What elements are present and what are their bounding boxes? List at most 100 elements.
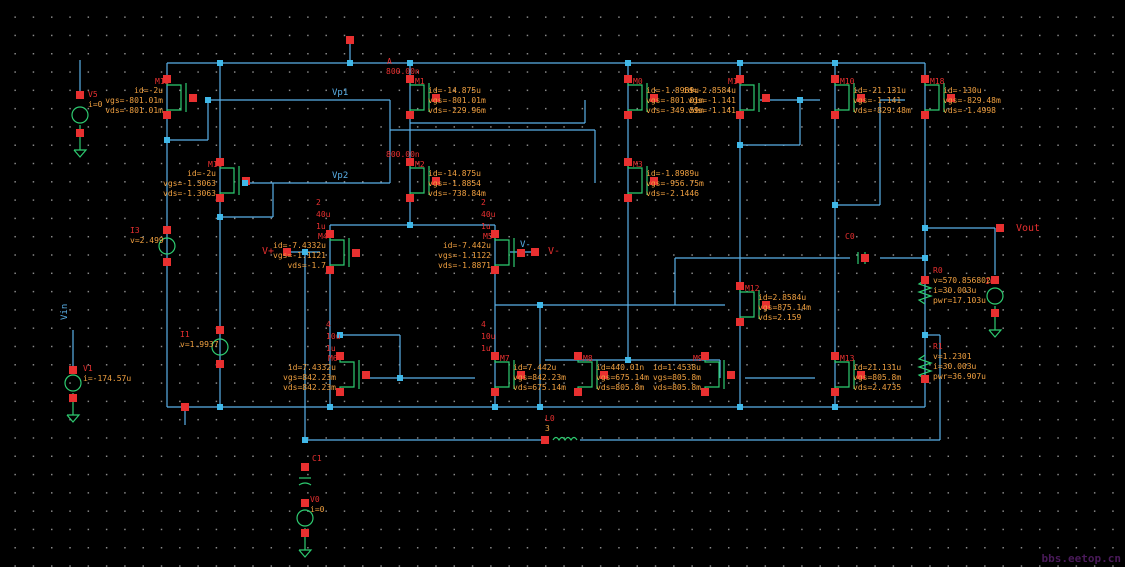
op-annotation: vgs=675.14m [596, 373, 649, 382]
junction-dot [407, 60, 413, 66]
op-annotation: vds=-229.96m [428, 106, 486, 115]
op-annotation: vds=805.8m [596, 383, 645, 392]
device-name: M10 [840, 77, 855, 86]
junction-dot [492, 404, 498, 410]
transistor-m8[interactable] [577, 356, 598, 392]
transistor-m1[interactable] [409, 79, 430, 115]
pin-gate [762, 301, 770, 309]
transistor-m6[interactable] [339, 356, 360, 392]
op-annotation: vgs=-1.1121 [273, 251, 326, 260]
junction-dot [217, 404, 223, 410]
pin-vout[interactable]: Vout [1016, 223, 1041, 234]
device-name: M4 [318, 232, 328, 241]
component-value: pwr=17.103u [933, 296, 986, 305]
device-size: 800.00n [386, 150, 420, 159]
device-name: M7 [500, 354, 510, 363]
transistor-m5[interactable] [494, 234, 515, 270]
pin [346, 36, 354, 44]
pin-source [491, 388, 499, 396]
device-name: M2 [415, 160, 425, 169]
op-annotation: id=-7.4332u [273, 241, 326, 250]
device-param: 1u [481, 344, 491, 353]
transistor-m16[interactable] [219, 162, 240, 198]
op-annotation: vds=-1.8871 [438, 261, 491, 270]
op-annotation: id=2.8584u [758, 293, 807, 302]
component-c0[interactable]: C0 [845, 232, 855, 241]
op-annotation: id=1.4538u [652, 363, 701, 372]
device-name: M16 [208, 160, 223, 169]
device-param: 10u [326, 332, 341, 341]
source-i0[interactable]: I0 [985, 277, 995, 286]
op-annotation: vds=-349.59m [646, 106, 704, 115]
transistor-m11[interactable] [739, 79, 760, 115]
op-annotation: id=-21.131u [853, 86, 906, 95]
pin-drain [406, 158, 414, 166]
transistor-m18[interactable] [924, 79, 945, 115]
op-annotation: id=440.01n [596, 363, 645, 372]
source-value: i=0 [310, 505, 325, 514]
transistor-m0[interactable] [627, 79, 648, 115]
pin-source [736, 111, 744, 119]
device-param: 1u [481, 222, 491, 231]
op-annotation: vds=-1.3063 [163, 189, 216, 198]
op-annotation: vgs=-956.75m [646, 179, 704, 188]
transistor-m2[interactable] [409, 162, 430, 198]
junctions [164, 60, 928, 443]
component-l0[interactable]: L0 [545, 414, 555, 423]
pin-vminus[interactable]: V- [548, 246, 561, 257]
junction-dot [302, 437, 308, 443]
op-annotation: vds=-738.84m [428, 189, 486, 198]
pin-gate [189, 94, 197, 102]
pin-source [491, 266, 499, 274]
component-value: pwr=36.907u [933, 372, 986, 381]
source-v5[interactable]: V5 [88, 90, 98, 99]
transistor-m7[interactable] [494, 356, 515, 392]
device-param: 40u [316, 210, 331, 219]
junction-dot [832, 202, 838, 208]
source-i3[interactable]: I3 [130, 226, 140, 235]
transistor-m12[interactable] [739, 286, 760, 322]
device-param: 4 [481, 320, 486, 329]
pin [996, 224, 1004, 232]
pin-drain [736, 282, 744, 290]
junction-dot [217, 214, 223, 220]
source-v0[interactable]: V0 [310, 495, 320, 504]
pin-drain [491, 230, 499, 238]
pin [991, 309, 999, 317]
transistor-m15[interactable] [166, 79, 187, 115]
component-r1[interactable]: R1 [933, 342, 943, 351]
device-param: 1u [316, 222, 326, 231]
junction-dot [922, 255, 928, 261]
pin-source [831, 111, 839, 119]
pin-drain [831, 352, 839, 360]
op-annotation: vgs=805.8m [853, 373, 902, 382]
op-annotation: id=-2.8584u [683, 86, 736, 95]
pin [163, 226, 171, 234]
net-label-vp2: Vp2 [332, 171, 349, 181]
transistor-m10[interactable] [834, 79, 855, 115]
transistor-m9[interactable] [704, 356, 725, 392]
pin [861, 254, 869, 262]
pin-vplus[interactable]: V+ [262, 246, 275, 257]
pin-source [736, 318, 744, 326]
transistor-m3[interactable] [627, 162, 648, 198]
pin-gate [517, 371, 525, 379]
pin-source [336, 388, 344, 396]
junction-dot [407, 222, 413, 228]
component-c1[interactable]: C1 [312, 454, 322, 463]
pin-drain [624, 158, 632, 166]
pin-drain [491, 352, 499, 360]
junction-dot [737, 404, 743, 410]
pin-gate [362, 371, 370, 379]
component-r0[interactable]: R0 [933, 266, 943, 275]
source-v1[interactable]: V1 [83, 364, 93, 373]
source-i1[interactable]: I1 [180, 330, 190, 339]
op-annotation: id=-14.875u [428, 169, 481, 178]
op-annotation: vgs=842.23m [283, 373, 336, 382]
op-annotation: id=-2u [187, 169, 216, 178]
device-name: M15 [155, 77, 170, 86]
transistor-m13[interactable] [834, 356, 855, 392]
op-annotation: vds=-1.4998 [943, 106, 996, 115]
transistor-m4[interactable] [329, 234, 350, 270]
